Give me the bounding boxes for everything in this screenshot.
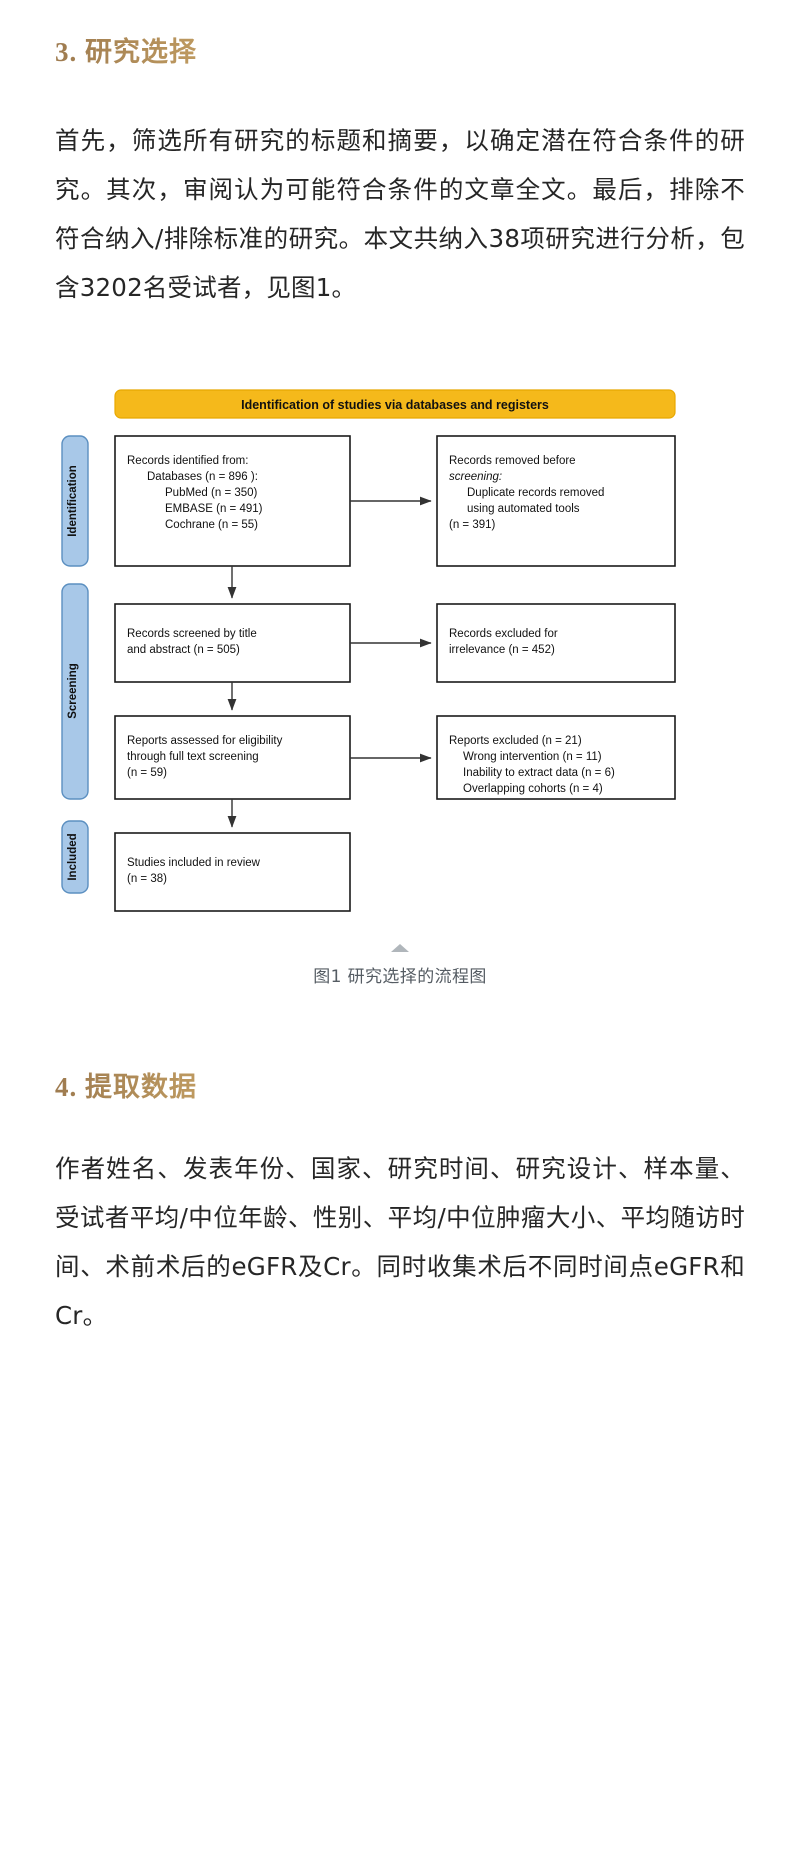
flow-box-reports-excluded-rect: [436, 715, 676, 800]
flow-box-screened-rect: [114, 603, 351, 683]
stage-pill-included: Included: [61, 820, 89, 894]
stage-pill-included-rect: [61, 820, 89, 894]
flow-box-reports-excluded-line-2: Inability to extract data (n = 6): [463, 767, 615, 779]
flow-box-removed-line-1: screening:: [449, 471, 502, 483]
flow-box-excluded-irrelevance-rect: [436, 603, 676, 683]
flow-box-identified: Records identified from: Databases (n = …: [114, 435, 351, 567]
flow-box-removed-line-0: Records removed before: [449, 455, 576, 467]
flow-box-reports-excluded-line-1: Wrong intervention (n = 11): [463, 751, 602, 763]
flow-box-removed-line-4: (n = 391): [449, 519, 496, 531]
stage-pill-identification-rect: [61, 435, 89, 567]
stage-pill-identification: Identification: [61, 435, 89, 567]
section-data-extraction: 4. 提取数据 作者姓名、发表年份、国家、研究时间、研究设计、样本量、受试者平均…: [55, 1065, 745, 1340]
flow-box-included: Studies included in review (n = 38): [114, 832, 351, 912]
flow-box-included-line-1: (n = 38): [127, 873, 167, 885]
stage-pill-screening-label: Screening: [67, 663, 79, 719]
flow-box-reports-excluded: Reports excluded (n = 21) Wrong interven…: [436, 715, 676, 800]
flow-box-identified-line-4: Cochrane (n = 55): [165, 519, 258, 531]
flow-box-assessed-line-0: Reports assessed for eligibility: [127, 735, 283, 747]
flow-box-included-line-0: Studies included in review: [127, 857, 261, 869]
flow-box-removed-line-2: Duplicate records removed: [467, 487, 604, 499]
flow-box-excluded-irrelevance: Records excluded for irrelevance (n = 45…: [436, 603, 676, 683]
flow-box-screened-line-1: and abstract (n = 505): [127, 644, 240, 656]
flow-box-excluded-irrelevance-line-0: Records excluded for: [449, 628, 558, 640]
section-heading-study-selection: 3. 研究选择: [55, 30, 745, 69]
flow-box-removed-rect: [436, 435, 676, 567]
flow-box-identified-line-2: PubMed (n = 350): [165, 487, 258, 499]
section-heading-data-extraction: 4. 提取数据: [55, 1065, 745, 1104]
stage-pill-included-label: Included: [67, 833, 79, 880]
flow-box-identified-line-3: EMBASE (n = 491): [165, 503, 263, 515]
caption-collapse-marker-icon: [391, 944, 409, 952]
flow-box-removed: Records removed before screening: Duplic…: [436, 435, 676, 567]
stage-pill-screening: Screening: [61, 583, 89, 800]
article-page: 3. 研究选择 首先，筛选所有研究的标题和摘要，以确定潜在符合条件的研究。其次，…: [0, 30, 800, 1340]
stage-pill-identification-label: Identification: [67, 465, 79, 537]
figure-caption-text: 图1 研究选择的流程图: [313, 967, 487, 987]
paragraph-study-selection: 首先，筛选所有研究的标题和摘要，以确定潜在符合条件的研究。其次，审阅认为可能符合…: [55, 126, 745, 302]
flow-box-screened: Records screened by title and abstract (…: [114, 603, 351, 683]
flow-box-identified-line-0: Records identified from:: [127, 455, 248, 467]
flow-box-included-rect: [114, 832, 351, 912]
flow-box-identified-line-1: Databases (n = 896 ):: [147, 471, 258, 483]
flow-banner: Identification of studies via databases …: [114, 389, 676, 419]
flow-box-removed-line-3: using automated tools: [467, 503, 580, 515]
flow-banner-rect: [114, 389, 676, 419]
figure-prisma-flow: Identification of studies via databases …: [55, 384, 745, 987]
stage-pill-screening-rect: [61, 583, 89, 800]
prisma-flow-diagram: Identification of studies via databases …: [61, 389, 676, 912]
figure-caption-block: 图1 研究选择的流程图: [55, 944, 745, 987]
flow-banner-label: Identification of studies via databases …: [241, 398, 549, 412]
flow-box-reports-excluded-line-0: Reports excluded (n = 21): [449, 735, 582, 747]
flow-box-excluded-irrelevance-line-1: irrelevance (n = 452): [449, 644, 555, 656]
paragraph-data-extraction: 作者姓名、发表年份、国家、研究时间、研究设计、样本量、受试者平均/中位年龄、性别…: [55, 1154, 745, 1330]
flow-box-assessed-line-2: (n = 59): [127, 767, 167, 779]
flow-box-reports-excluded-line-3: Overlapping cohorts (n = 4): [463, 783, 603, 795]
flow-box-assessed: Reports assessed for eligibility through…: [114, 715, 351, 800]
flow-box-screened-line-0: Records screened by title: [127, 628, 257, 640]
flow-box-identified-rect: [114, 435, 351, 567]
flow-box-assessed-line-1: through full text screening: [127, 751, 259, 763]
